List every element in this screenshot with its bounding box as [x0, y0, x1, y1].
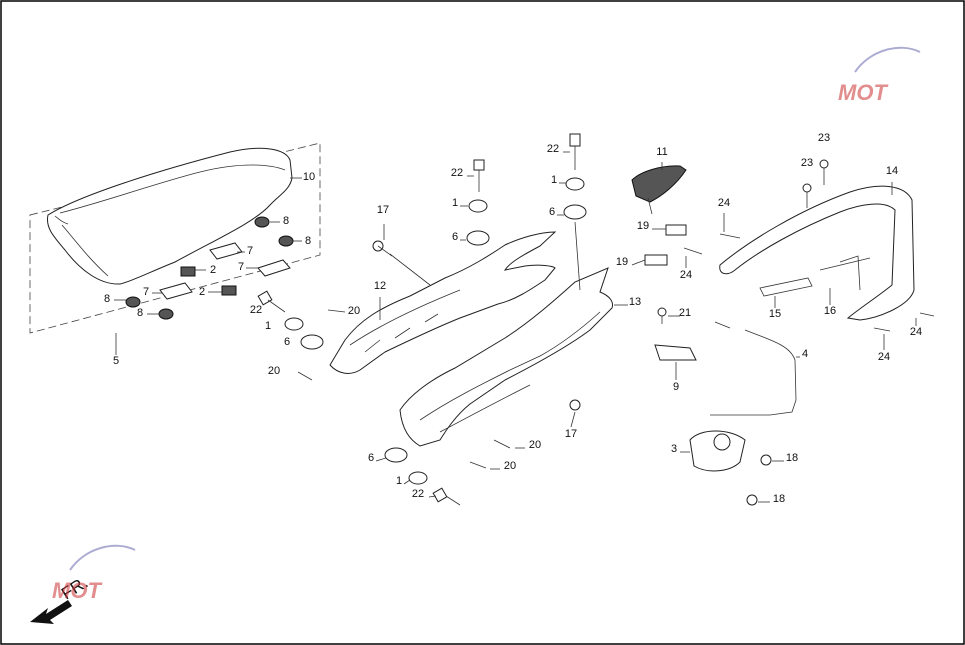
brackets	[644, 224, 687, 266]
leader-lines	[375, 151, 917, 503]
callout-c16: 16	[824, 305, 836, 317]
grab-rail	[719, 185, 915, 321]
callout-c7b: 7	[238, 261, 244, 273]
callout-c1d: 1	[396, 475, 402, 487]
callout-c23a: 23	[818, 132, 830, 144]
seat	[46, 147, 293, 285]
callout-c8c: 8	[104, 293, 110, 305]
left-side-cover	[329, 231, 557, 374]
right-side-cover	[399, 267, 613, 447]
callout-c14: 14	[886, 165, 898, 177]
callout-c2a: 2	[210, 264, 216, 276]
callout-c4: 4	[802, 348, 808, 360]
callout-c5: 5	[113, 355, 119, 367]
callout-c10: 10	[303, 171, 315, 183]
callout-c24d: 24	[878, 351, 890, 363]
callout-c24c: 24	[910, 326, 922, 338]
watermark-bottom: MOT	[52, 544, 136, 603]
callout-c2b: 2	[199, 286, 205, 298]
callout-c6b: 6	[452, 231, 458, 243]
tail-light	[631, 165, 687, 215]
seat-leaders	[114, 177, 302, 355]
watermark-logo-2: MOT	[52, 578, 102, 603]
callout-c6c: 6	[549, 206, 555, 218]
callout-c22c: 22	[547, 143, 559, 155]
callout-c22d: 22	[412, 488, 424, 500]
callout-c6d: 6	[368, 452, 374, 464]
callout-c23b: 23	[801, 157, 813, 169]
callout-c8d: 8	[137, 307, 143, 319]
callout-c7a: 7	[247, 245, 253, 257]
callout-c17b: 17	[565, 428, 577, 440]
callout-c13: 13	[629, 296, 641, 308]
callout-c18b: 18	[773, 493, 785, 505]
seat-hardware	[125, 216, 294, 320]
front-arrow-icon	[30, 600, 72, 624]
callout-c11: 11	[656, 146, 667, 158]
callout-c3: 3	[671, 443, 677, 455]
callout-c22a: 22	[250, 304, 262, 316]
callout-c8b: 8	[305, 235, 311, 247]
callout-c22b: 22	[451, 167, 463, 179]
callout-c15: 15	[769, 308, 781, 320]
callout-c18a: 18	[786, 452, 798, 464]
callout-c24a: 24	[718, 197, 730, 209]
callout-c8a: 8	[283, 215, 289, 227]
callout-c19b: 19	[616, 256, 628, 268]
callout-c19a: 19	[637, 220, 649, 232]
callout-c9: 9	[673, 381, 679, 393]
seat-cable	[710, 321, 797, 416]
bolts	[257, 133, 935, 506]
callout-c20d: 20	[504, 460, 516, 472]
callout-c17a: 17	[377, 204, 389, 216]
callout-c1c: 1	[551, 174, 557, 186]
callout-c1a: 1	[265, 320, 271, 332]
callout-c1b: 1	[452, 197, 458, 209]
callout-c12: 12	[374, 280, 386, 292]
callout-c24b: 24	[680, 269, 692, 281]
callout-c20c: 20	[529, 439, 541, 451]
callout-c21: 21	[679, 307, 691, 319]
seat-lock	[654, 344, 746, 472]
callout-c6a: 6	[284, 336, 290, 348]
callout-c7c: 7	[143, 286, 149, 298]
callout-c20a: 20	[348, 305, 360, 317]
watermark-top: MOT	[838, 46, 921, 105]
watermark-logo: MOT	[838, 80, 888, 105]
callout-c20b: 20	[268, 365, 280, 377]
